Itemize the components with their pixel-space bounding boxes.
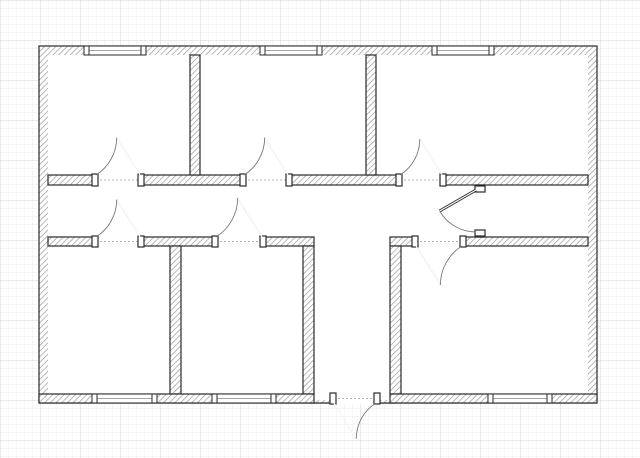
room-top-right [376,55,588,175]
corridor-horizontal [48,185,588,237]
window-icon [487,393,553,404]
window-icon [211,393,277,404]
door-swing-icon[interactable] [91,199,145,248]
partition-h-bottom-right [389,236,589,247]
window-icon [83,45,147,56]
room-floors [48,55,588,400]
door-swing-icon[interactable] [329,392,381,439]
door-swing-icon[interactable] [91,137,145,187]
door-swing-icon[interactable] [239,137,293,187]
wall-bottom-left-segment [38,393,315,404]
room-top-middle [200,55,366,175]
partition-v-bottom-1 [169,245,182,395]
corridor-vertical [314,237,390,400]
partition-h-bottom-left [47,236,315,247]
window-icon [259,45,323,56]
window-icon [91,393,158,404]
windows [83,45,553,404]
partition-v-bottom-3 [389,245,402,395]
partition-v-top-1 [189,54,201,176]
room-top-left [48,55,190,175]
partition-v-bottom-2 [302,245,315,395]
partition-h-top [47,174,589,186]
window-icon [431,45,495,56]
door-swing-icon[interactable] [411,235,467,286]
room-bottom-middle [181,246,303,394]
door-swing-icon[interactable] [438,185,486,237]
room-bottom-right [401,246,588,394]
partition-v-top-2 [365,54,377,176]
door-swing-icon[interactable] [395,139,447,187]
doors [91,137,486,439]
door-swing-icon[interactable] [211,197,267,248]
room-bottom-left [48,246,170,394]
